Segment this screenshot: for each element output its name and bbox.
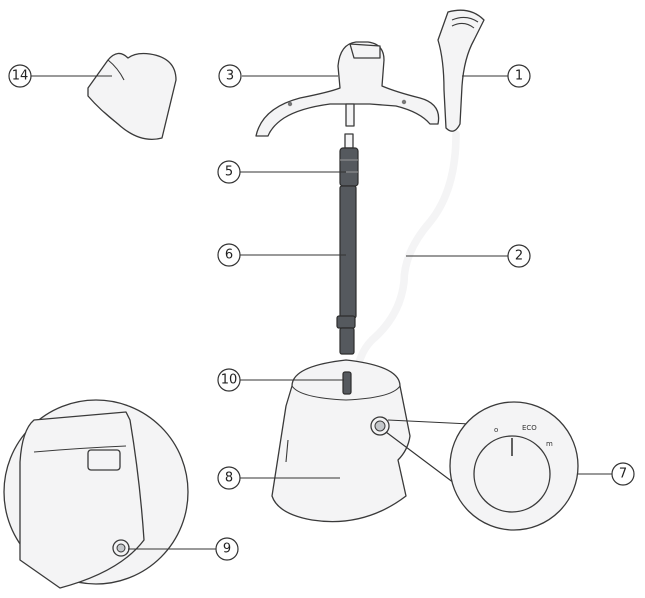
callout-2: 2: [507, 244, 531, 268]
callout-6: 6: [217, 243, 241, 267]
leader-lines: [26, 75, 612, 550]
callout-9: 9: [215, 537, 239, 561]
callout-3-number: 3: [226, 69, 234, 84]
callout-14: 14: [8, 64, 32, 88]
pole-illustration: [336, 133, 359, 355]
callout-5-number: 5: [225, 165, 233, 180]
callout-7-number: 7: [619, 467, 627, 482]
glove-illustration: [87, 52, 177, 141]
base-illustration: [271, 359, 411, 523]
callout-7: 7: [611, 462, 635, 486]
hanger-illustration: [255, 41, 440, 137]
nozzle-hose-illustration: [352, 9, 485, 390]
callout-14-number: 14: [12, 69, 29, 84]
callout-8-number: 8: [225, 471, 233, 486]
callout-1-number: 1: [515, 69, 523, 84]
callout-10-number: 10: [221, 373, 238, 388]
svg-text:m: m: [546, 440, 553, 448]
callout-8: 8: [217, 466, 241, 490]
svg-text:o: o: [494, 426, 498, 434]
callout-3: 3: [218, 64, 242, 88]
detail-lens-outlet: [3, 399, 189, 589]
callout-10: 10: [217, 368, 241, 392]
callout-1: 1: [507, 64, 531, 88]
callout-6-number: 6: [225, 248, 233, 263]
dial-eco-label: ECO: [522, 424, 537, 432]
callout-9-number: 9: [223, 542, 231, 557]
callout-2-number: 2: [515, 249, 523, 264]
detail-lens-dial: o ECO m: [385, 401, 579, 531]
callout-5: 5: [217, 160, 241, 184]
